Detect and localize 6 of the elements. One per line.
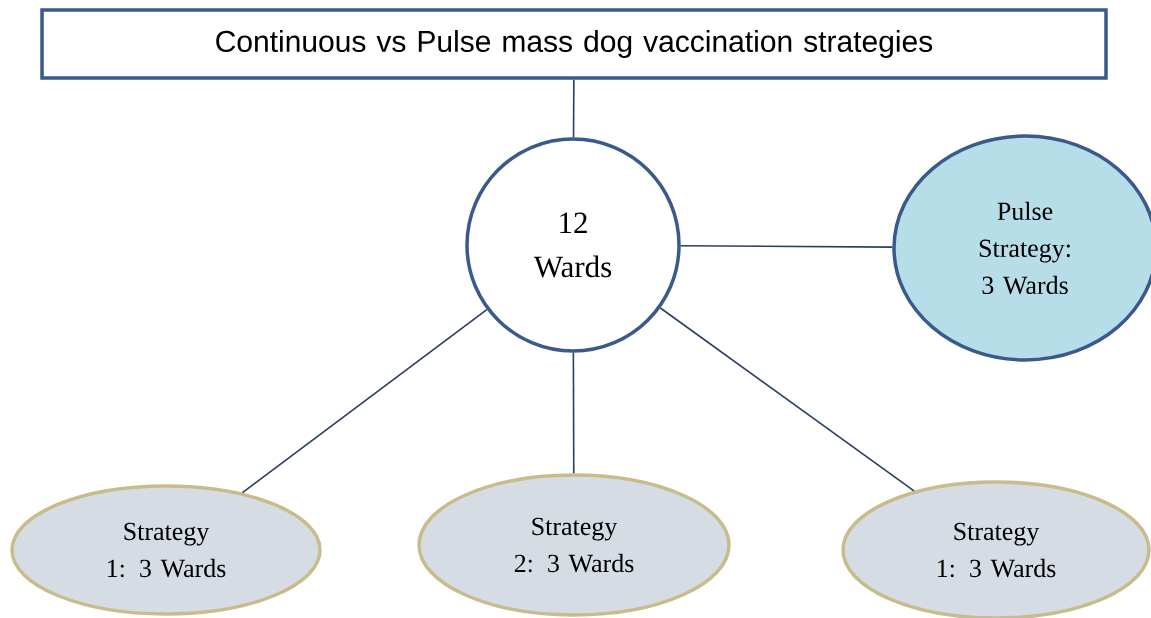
connector-line — [572, 78, 575, 139]
connector-line — [241, 308, 488, 494]
title-box: Continuous vs Pulse mass dog vaccination strategies — [40, 8, 1108, 80]
connector-line — [572, 351, 575, 475]
connector-line — [679, 244, 894, 248]
connector-line — [659, 307, 915, 492]
